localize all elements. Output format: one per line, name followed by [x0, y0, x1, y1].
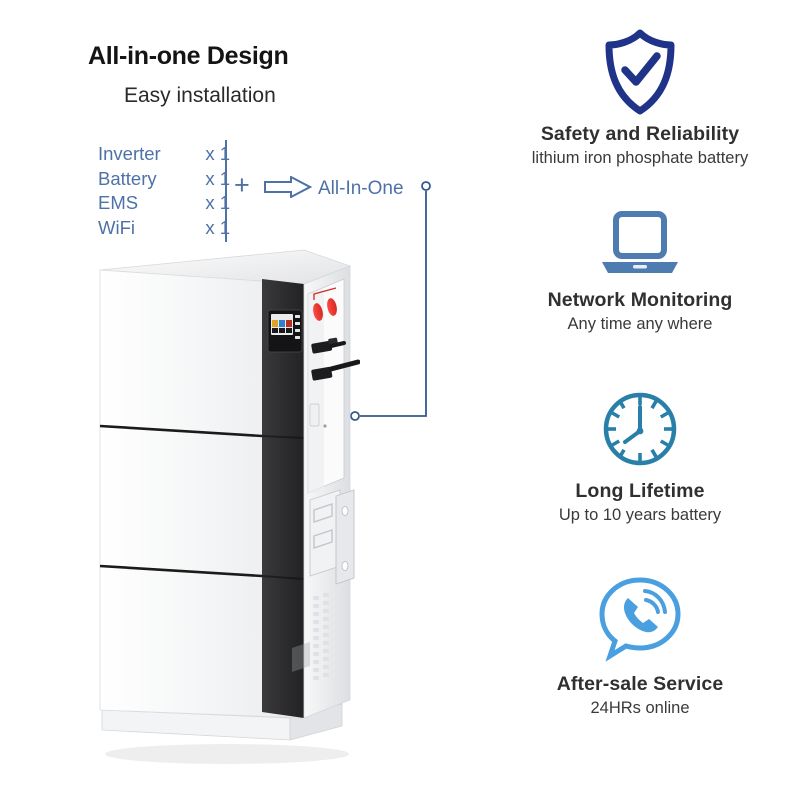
feature-title: Safety and Reliability: [540, 123, 740, 145]
clock-icon: [480, 383, 800, 475]
vertical-divider: [225, 140, 227, 242]
feature-subtitle: Up to 10 years battery: [558, 506, 722, 524]
component-qty: x 1: [205, 216, 230, 238]
component-name: Inverter: [98, 143, 161, 164]
product-image: [92, 248, 361, 778]
feature-subtitle: 24HRs online: [590, 699, 690, 717]
feature-title: Network Monitoring: [547, 289, 733, 311]
list-item: WiFi x 1: [98, 216, 238, 241]
all-in-one-label: All-In-One: [318, 178, 404, 199]
page-subtitle: Easy installation: [124, 84, 276, 107]
page-title: All-in-one Design: [88, 42, 289, 70]
list-item: Inverter x 1: [98, 142, 238, 167]
feature-item-safety: Safety and Reliability lithium iron phos…: [480, 26, 800, 168]
feature-item-monitoring: Network Monitoring Any time any where: [480, 206, 800, 334]
component-qty: x 1: [205, 143, 230, 164]
feature-item-service: After-sale Service 24HRs online: [480, 568, 800, 718]
feature-title: Long Lifetime: [575, 480, 705, 502]
feature-item-lifetime: Long Lifetime Up to 10 years battery: [480, 383, 800, 525]
phone-bubble-icon: [480, 568, 800, 668]
component-name: WiFi: [98, 216, 135, 238]
list-item: Battery x 1: [98, 167, 238, 192]
plus-sign: +: [234, 170, 250, 200]
component-name: EMS: [98, 192, 139, 213]
feature-list: Safety and Reliability lithium iron phos…: [480, 0, 800, 800]
shield-check-icon: [480, 26, 800, 118]
list-item: EMS x 1: [98, 191, 238, 216]
laptop-icon: [480, 206, 800, 284]
component-qty: x 1: [205, 167, 230, 189]
component-qty: x 1: [205, 192, 230, 213]
arrow-right-icon: [264, 175, 313, 199]
feature-subtitle: Any time any where: [567, 315, 713, 333]
feature-subtitle: lithium iron phosphate battery: [531, 149, 749, 167]
component-list: Inverter x 1 Battery x 1 EMS x 1 WiFi x …: [98, 142, 238, 240]
feature-title: After-sale Service: [556, 673, 724, 695]
left-panel: All-in-one Design Easy installation Inve…: [88, 42, 431, 778]
component-name: Battery: [98, 167, 157, 189]
